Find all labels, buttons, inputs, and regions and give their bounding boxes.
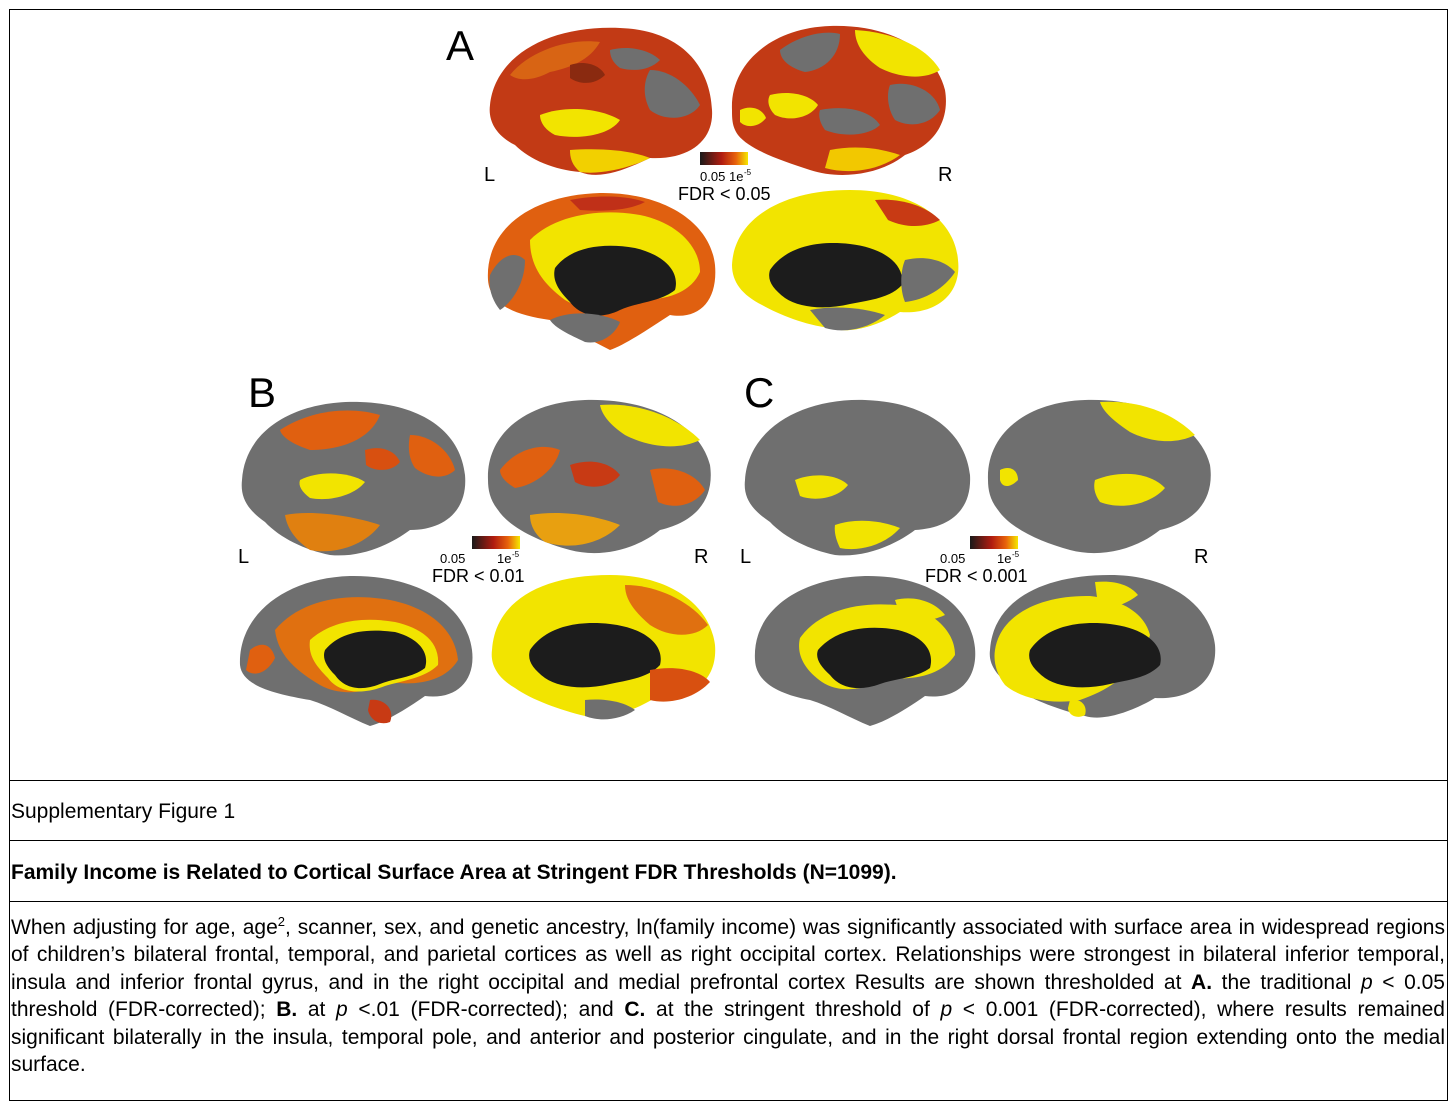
colorbar-b-exp: -5 (512, 550, 520, 559)
figure-title: Supplementary Figure 1 (11, 800, 236, 823)
threshold-c: FDR < 0.001 (925, 566, 1028, 586)
brain-a-right-lateral (731, 25, 946, 175)
label-a-right: R (938, 164, 952, 186)
figure-table: A (9, 9, 1448, 1101)
colorbar-c-exp: -5 (1012, 550, 1020, 559)
brain-b-right-medial (491, 575, 716, 720)
colorbar-a (700, 152, 748, 165)
brain-figure: A (238, 22, 1216, 726)
brain-a-left-lateral (489, 27, 713, 175)
panel-c-letter: C (744, 369, 774, 416)
colorbar-b-max: 1e (497, 551, 511, 566)
label-a-left: L (484, 164, 495, 186)
brain-c-left-medial (754, 575, 976, 726)
caption-text: When adjusting for age, age2, scanner, s… (11, 914, 1445, 1077)
figure-cell: A (10, 10, 1447, 781)
brain-b-left-medial (239, 575, 473, 726)
brain-a-left-medial (487, 192, 716, 350)
colorbar-b (472, 536, 520, 549)
threshold-a: FDR < 0.05 (678, 184, 771, 204)
panel-b: B 0.05 (238, 369, 716, 726)
colorbar-b-min: 0.05 (440, 551, 465, 566)
panel-a-letter: A (446, 22, 474, 69)
brain-c-right-lateral (987, 399, 1211, 554)
colorbar-c (970, 536, 1018, 549)
caption-row: When adjusting for age, age2, scanner, s… (10, 902, 1447, 1102)
label-c-left: L (740, 546, 751, 568)
colorbar-c-max: 1e (997, 551, 1011, 566)
label-c-right: R (1194, 546, 1208, 568)
brain-b-left-lateral (241, 401, 466, 556)
figure-title-row: Supplementary Figure 1 (10, 780, 1447, 841)
panel-b-letter: B (248, 369, 276, 416)
label-b-left: L (238, 546, 249, 568)
panel-a: A (446, 22, 959, 350)
colorbar-c-min: 0.05 (940, 551, 965, 566)
brain-a-right-medial (732, 190, 959, 331)
figure-heading-row: Family Income is Related to Cortical Sur… (10, 841, 1447, 902)
brain-c-left-lateral (744, 399, 971, 556)
panel-c: C 0.05 1e -5 FDR < 0.001 L R (740, 369, 1216, 726)
colorbar-a-max: 1e (729, 169, 743, 184)
colorbar-a-exp: -5 (744, 168, 752, 177)
label-b-right: R (694, 546, 708, 568)
colorbar-a-min: 0.05 (700, 169, 725, 184)
threshold-b: FDR < 0.01 (432, 566, 525, 586)
brain-c-right-medial (989, 575, 1216, 718)
brain-b-right-lateral (487, 399, 711, 554)
figure-heading: Family Income is Related to Cortical Sur… (11, 861, 897, 884)
